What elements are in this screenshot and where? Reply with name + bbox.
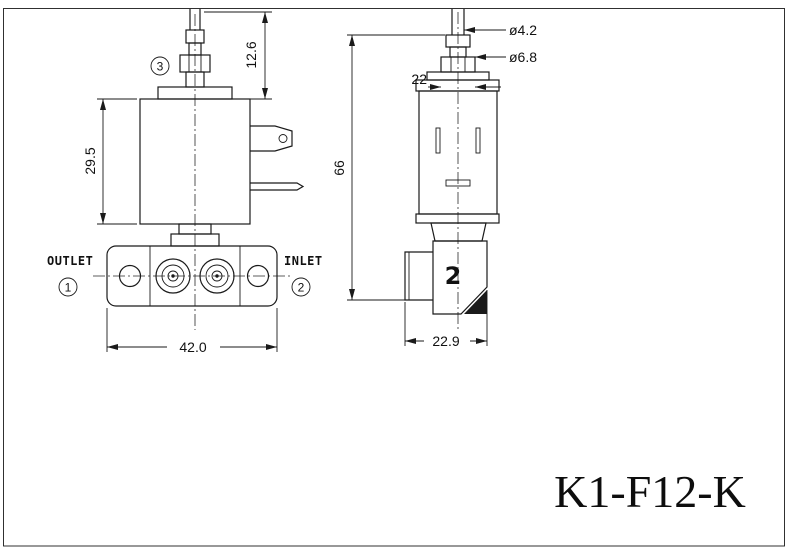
outlet-port — [155, 258, 191, 294]
dim-coil-height: 29.5 — [82, 98, 137, 225]
body-slot-left — [435, 127, 441, 154]
callout-stem: 3 — [150, 56, 170, 76]
connector-marking: 2 — [445, 262, 462, 290]
dim-overall-height: 66 — [331, 34, 445, 301]
dim-stem-height-text: 12.6 — [243, 41, 259, 68]
dim-stem-height: 12.6 — [204, 11, 272, 100]
dim-rod-diameter-text: ø4.2 — [509, 22, 537, 38]
callout-inlet-number: 2 — [298, 281, 305, 295]
base-manifold — [106, 245, 278, 307]
callout-inlet-circle — [291, 277, 311, 297]
body-slot-right — [475, 127, 481, 154]
callout-outlet-number: 1 — [65, 281, 72, 295]
front-view: 12.6 29.5 42.0 3 OUTLET 1 — [47, 9, 323, 355]
dim-base-width-text: 42.0 — [179, 339, 206, 355]
mounting-hole-left — [118, 264, 142, 288]
dim-rod-diameter: ø4.2 — [464, 22, 537, 38]
inlet-label-group: INLET 2 — [284, 254, 323, 297]
terminal-hole — [278, 134, 288, 143]
dim-coil-height-text: 29.5 — [82, 147, 98, 174]
callout-outlet-circle — [58, 277, 78, 297]
dim-top-width-text: 22 — [411, 71, 427, 87]
connector-chamfer — [464, 290, 487, 314]
elbow-connector: 2 — [404, 222, 488, 315]
dim-top-width: 22 — [411, 71, 501, 90]
dim-nut-diameter: ø6.8 — [475, 49, 537, 65]
dim-connector-width: 22.9 — [404, 290, 488, 349]
mounting-hole-right — [246, 264, 270, 288]
callout-stem-number: 3 — [157, 60, 164, 74]
terminal-pin — [250, 182, 305, 191]
dim-base-width: 42.0 — [106, 308, 278, 355]
body-slot-bottom — [445, 179, 471, 187]
inlet-label: INLET — [284, 254, 323, 268]
side-view: 2 ø4.2 ø6.8 22 66 — [331, 9, 537, 349]
inlet-port — [199, 258, 235, 294]
dim-connector-width-text: 22.9 — [432, 333, 459, 349]
part-number-title: K1-F12-K — [554, 466, 746, 517]
side-body — [415, 79, 500, 224]
spade-terminal — [250, 125, 305, 191]
dim-nut-diameter-text: ø6.8 — [509, 49, 537, 65]
outlet-label-group: OUTLET 1 — [47, 254, 93, 297]
outlet-label: OUTLET — [47, 254, 93, 268]
drawing-frame — [3, 8, 785, 547]
dim-overall-height-text: 66 — [331, 160, 347, 176]
connector-collar — [430, 222, 487, 242]
